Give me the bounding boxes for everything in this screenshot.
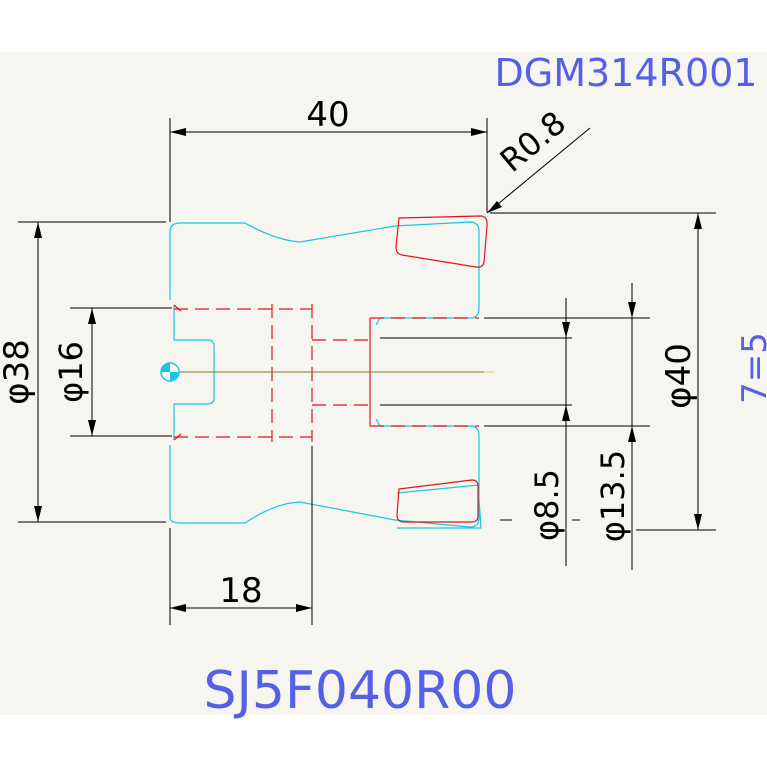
- centerline-group: [160, 337, 572, 406]
- drawing-number: DGM314R001: [495, 51, 758, 95]
- part-number: SJ5F040R00: [204, 661, 517, 721]
- dim-13-5-text: φ13.5: [594, 450, 632, 542]
- dim-8-5-text: φ8.5: [528, 469, 566, 541]
- dim-dia-16: φ16: [52, 307, 172, 437]
- dim-length-40: 40: [169, 95, 488, 222]
- dim-16-text: φ16: [52, 341, 90, 403]
- side-note: 7=5: [735, 332, 767, 404]
- dim-depth-18: 18: [169, 446, 313, 625]
- dim-dia-8-5: φ8.5: [500, 298, 570, 566]
- dim-dia-13-5: φ13.5: [484, 283, 650, 570]
- dim-38-text: φ38: [0, 339, 37, 405]
- paper-area: [0, 52, 767, 715]
- dim-18-text: 18: [219, 571, 262, 611]
- dim-40-text: 40: [306, 95, 349, 135]
- dim-dia-38: φ38: [0, 221, 166, 523]
- dim-40-dia-text: φ40: [659, 343, 699, 409]
- dim-dia-40: φ40: [490, 212, 716, 531]
